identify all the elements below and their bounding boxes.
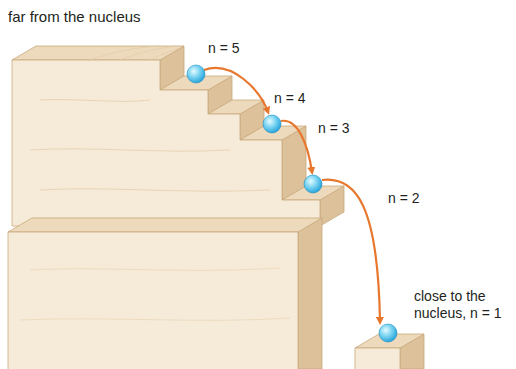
- wood-grain-lower: [20, 268, 290, 320]
- level-label: close to the nucleus, n = 1: [414, 288, 512, 322]
- heading-label: far from the nucleus: [8, 8, 141, 25]
- electron-jump-arrows: [204, 68, 380, 322]
- wood-grain: [30, 46, 270, 191]
- upper-block: [12, 46, 344, 226]
- lower-block: [8, 218, 322, 369]
- level-label: n = 4: [274, 90, 306, 107]
- level-label: n = 5: [208, 40, 240, 57]
- level-label: n = 2: [388, 190, 420, 207]
- electrons: [187, 65, 397, 342]
- level-label: n = 3: [318, 120, 350, 137]
